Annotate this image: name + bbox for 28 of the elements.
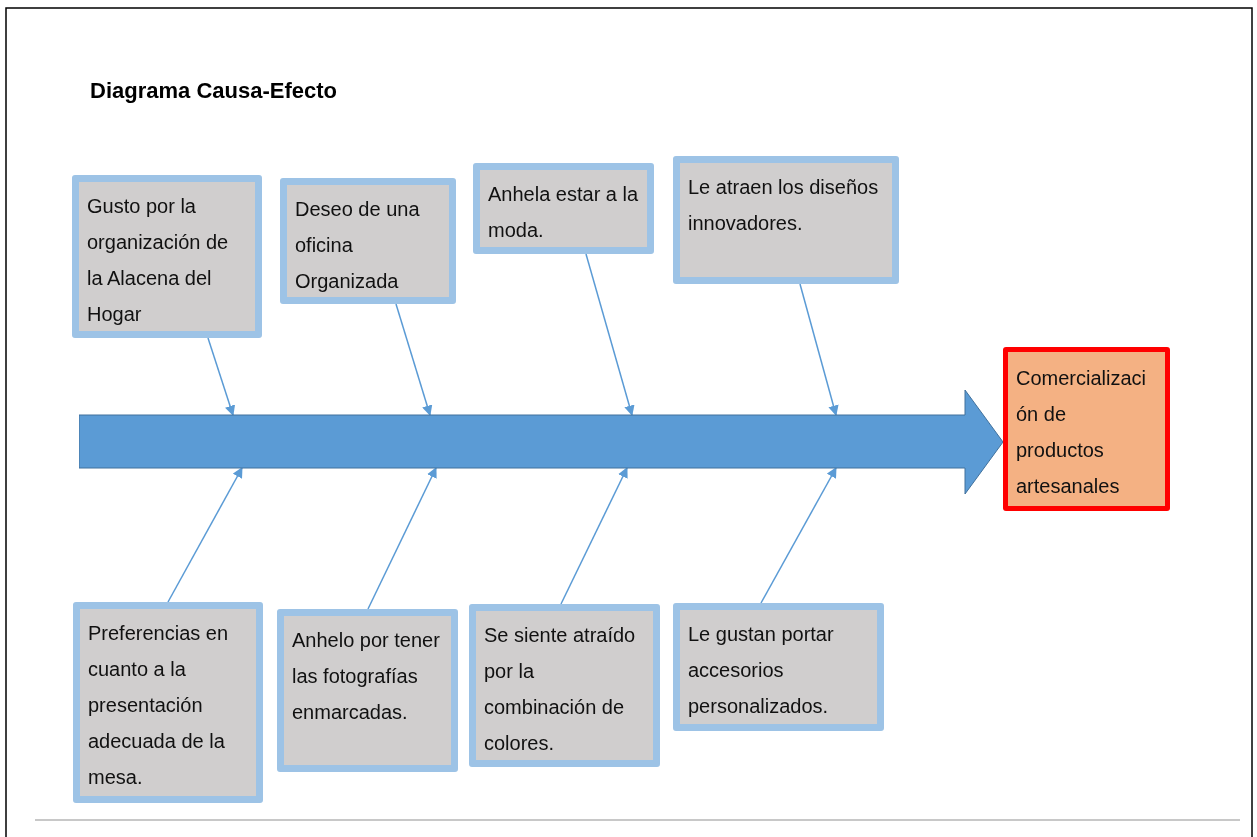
cause-text: Deseo de una oficina Organizada xyxy=(295,197,421,294)
cause-box xyxy=(277,609,458,772)
cause-text: Anhelo por tener las fotografías enmarcadas. xyxy=(292,628,441,725)
effect-box xyxy=(1003,347,1170,511)
arrow xyxy=(760,467,837,604)
cause-box xyxy=(473,163,654,254)
effect-text: Comercialización de productos artesanales xyxy=(1016,366,1148,499)
arrow xyxy=(799,283,839,416)
cause-text: Le atraen los diseños innovadores. xyxy=(688,175,880,236)
cause-box xyxy=(280,178,456,304)
arrow xyxy=(395,303,433,416)
cause-text: Le gustan portar accesorios personalizados. xyxy=(688,622,835,719)
cause-box xyxy=(72,175,262,338)
cause-box xyxy=(469,604,660,767)
arrow xyxy=(167,467,243,603)
cause-text: Gusto por la organización de la Alacena del Hogar xyxy=(87,194,230,327)
arrow xyxy=(367,467,437,610)
cause-text: Preferencias en cuanto a la presentación adecuada de la mesa. xyxy=(88,621,230,790)
cause-box xyxy=(673,156,899,284)
diagram-title: Diagrama Causa-Efecto xyxy=(90,78,337,104)
cause-box xyxy=(73,602,263,803)
cause-text: Anhela estar a la moda. xyxy=(488,182,639,243)
arrow xyxy=(207,337,236,416)
cause-text: Se siente atraído por la combinación de colores. xyxy=(484,623,637,756)
block-arrow xyxy=(79,390,1003,494)
cause-box xyxy=(673,603,884,731)
arrow xyxy=(585,253,635,416)
arrow xyxy=(560,467,628,605)
